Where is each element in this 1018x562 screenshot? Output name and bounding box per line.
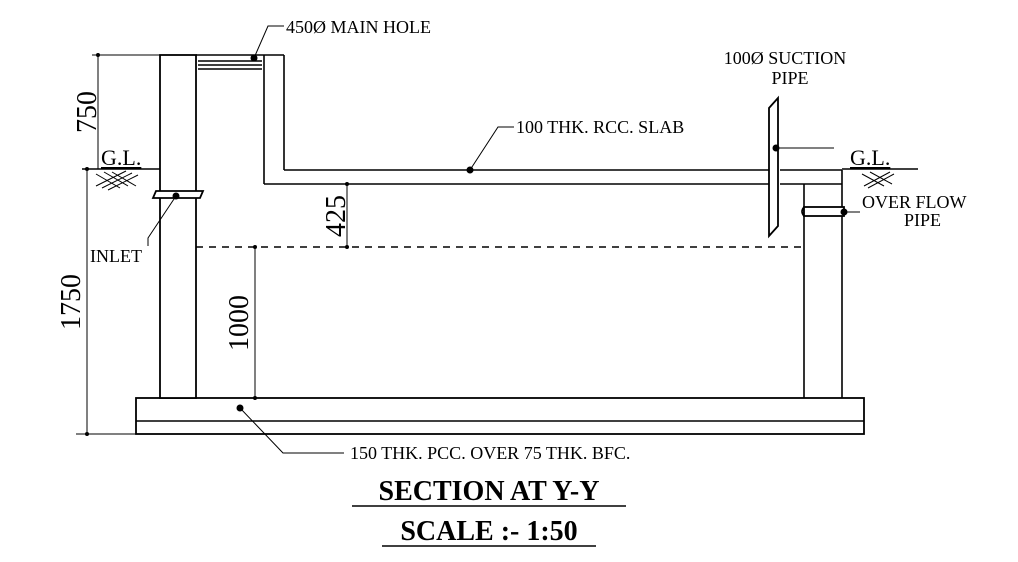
dimension-750: 750 — [72, 91, 103, 133]
gl-right-label: G.L. — [850, 145, 890, 170]
suction-pipe-label-line2: PIPE — [771, 68, 808, 88]
dimension-lines — [76, 53, 349, 436]
ground-level-left — [82, 168, 160, 191]
slab-label: 100 THK. RCC. SLAB — [516, 117, 684, 137]
scale-title: SCALE :- 1:50 — [400, 516, 577, 547]
overflow-pipe-label-line2: PIPE — [904, 210, 941, 230]
inlet-label: INLET — [90, 246, 142, 266]
left-wall — [159, 54, 197, 399]
section-title: SECTION AT Y-Y — [379, 476, 600, 507]
ground-level-right — [842, 168, 918, 189]
overflow-pipe-label-line1: OVER FLOW — [862, 192, 967, 212]
main-hole-label: 450Ø MAIN HOLE — [286, 17, 431, 37]
rcc-slab — [263, 169, 842, 185]
suction-pipe-label-line1: 100Ø SUCTION — [724, 48, 847, 68]
main-hole-neck — [196, 54, 285, 170]
dimension-425: 425 — [321, 195, 352, 237]
leader-lines — [147, 25, 860, 454]
base-slab — [135, 397, 865, 435]
dimension-1750: 1750 — [56, 274, 87, 330]
overflow-pipe — [801, 206, 845, 217]
suction-pipe — [768, 95, 779, 239]
right-wall — [803, 170, 843, 398]
pcc-label: 150 THK. PCC. OVER 75 THK. BFC. — [350, 443, 630, 463]
gl-left-label: G.L. — [101, 145, 141, 170]
dimension-1000: 1000 — [224, 295, 255, 351]
